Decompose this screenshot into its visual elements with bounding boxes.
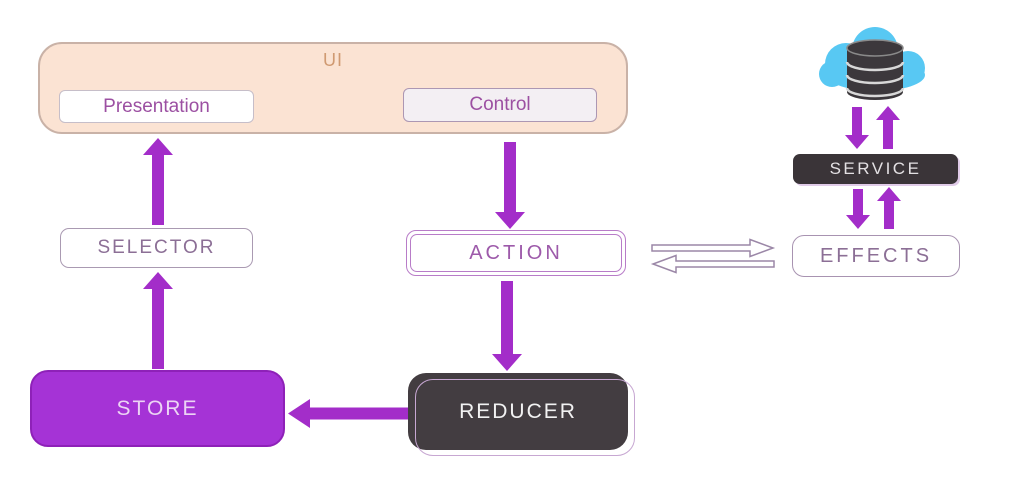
cloud-database-icon [819,27,925,100]
database-icon [845,39,905,100]
control-node: Control [403,88,597,122]
effects-label: EFFECTS [819,244,933,267]
reducer-node: REDUCER [408,373,628,450]
control-label: Control [469,94,531,115]
arrow-left-effects-to-action-icon [650,254,775,274]
arrow-down-cloud-to-service-icon [845,107,869,149]
store-label: STORE [116,396,199,420]
action-label: ACTION [469,241,563,264]
action-node-inner: ACTION [410,234,622,272]
arrow-left-reducer-to-store-icon [288,399,409,428]
presentation-node: Presentation [59,90,254,123]
arrow-up-service-to-cloud-icon [876,106,900,149]
arrow-down-control-to-action-icon [495,142,525,229]
selector-node: SELECTOR [60,228,253,268]
arrow-up-selector-to-presentation-icon [143,138,173,225]
selector-label: SELECTOR [97,237,216,258]
presentation-label: Presentation [103,95,210,117]
effects-node: EFFECTS [792,235,960,277]
arrow-up-effects-to-service-icon [877,187,901,229]
action-effects-double-arrow-icon [650,238,776,274]
service-label: SERVICE [829,159,922,178]
arrow-down-service-to-effects-icon [846,189,870,229]
action-node: ACTION [406,230,626,276]
arrow-down-action-to-reducer-icon [492,281,522,371]
service-node: SERVICE [793,154,958,184]
ui-group-label: UI [323,50,343,70]
arrow-right-action-to-effects-icon [651,238,776,258]
reducer-label: REDUCER [459,399,577,423]
arrow-up-store-to-selector-icon [143,272,173,369]
store-node: STORE [30,370,285,447]
